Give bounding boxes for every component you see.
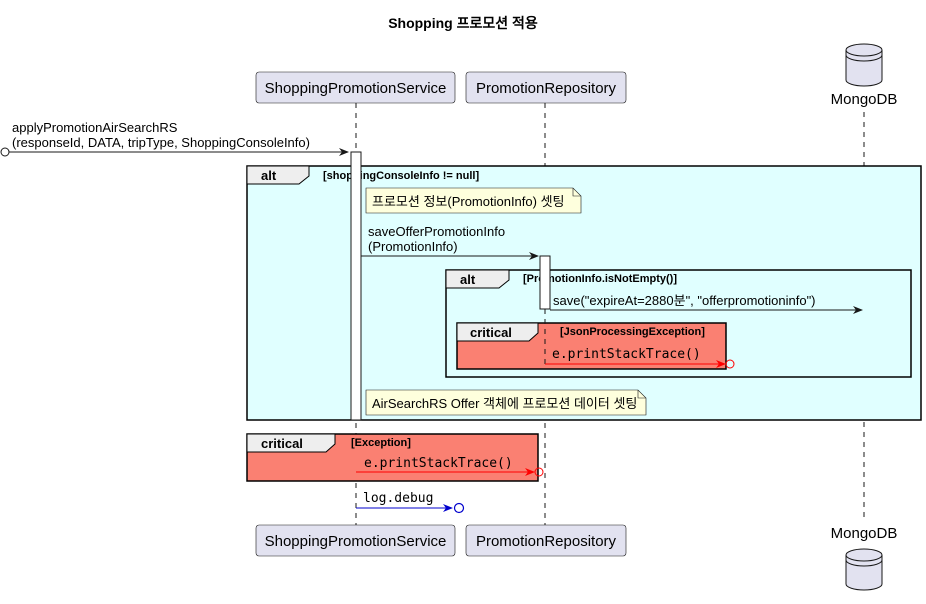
critical-inner-condition: [JsonProcessingException]: [560, 326, 705, 338]
database-mongodb-top: MongoDB: [831, 43, 898, 108]
database-mongodb-bottom: MongoDB: [831, 525, 898, 591]
message-entry-line2: (responseId, DATA, tripType, ShoppingCon…: [12, 135, 310, 150]
message-save-offer-line2: (PromotionInfo): [368, 239, 458, 254]
participant-repository-label: PromotionRepository: [476, 80, 617, 97]
participant-service-top: ShoppingPromotionService: [255, 71, 456, 104]
note-promotion-setting: 프로모션 정보(PromotionInfo) 셋팅: [365, 187, 582, 214]
diagram-title: Shopping 프로모션 적용: [388, 15, 538, 31]
message-save-mongo: save("expireAt=2880분", "offerpromotionin…: [550, 293, 863, 314]
participant-service-bottom: ShoppingPromotionService: [255, 524, 456, 557]
message-log-debug: log.debug: [356, 491, 465, 514]
participant-repository-bottom-label: PromotionRepository: [476, 533, 617, 550]
critical-frame-inner: critical [JsonProcessingException]: [456, 322, 727, 370]
critical-outer-condition: [Exception]: [351, 437, 411, 449]
message-log-debug-label: log.debug: [363, 491, 433, 506]
alt-inner-condition: [PromotionInfo.isNotEmpty()]: [523, 273, 677, 285]
message-print-stack-inner-label: e.printStackTrace(): [552, 347, 701, 362]
message-print-stack-inner: e.printStackTrace(): [545, 347, 735, 369]
note-airsearch-setting: AirSearchRS Offer 객체에 프로모션 데이터 셋팅: [365, 389, 647, 416]
alt-frame-inner: alt [PromotionInfo.isNotEmpty()]: [445, 269, 912, 378]
critical-inner-label: critical: [470, 325, 512, 340]
message-entry-line1: applyPromotionAirSearchRS: [12, 120, 178, 135]
alt-outer-label: alt: [261, 168, 277, 183]
message-entry: applyPromotionAirSearchRS (responseId, D…: [0, 120, 349, 157]
message-save-mongo-label: save("expireAt=2880분", "offerpromotionin…: [553, 293, 816, 308]
message-save-offer-line1: saveOfferPromotionInfo: [368, 224, 505, 239]
database-mongodb-label: MongoDB: [831, 91, 898, 108]
participant-repository-top: PromotionRepository: [465, 71, 627, 104]
message-save-offer: saveOfferPromotionInfo (PromotionInfo): [361, 224, 539, 260]
note-airsearch-setting-text: AirSearchRS Offer 객체에 프로모션 데이터 셋팅: [372, 396, 637, 411]
message-print-stack-outer-label: e.printStackTrace(): [364, 456, 513, 471]
critical-frame-outer: critical [Exception]: [246, 433, 539, 482]
alt-inner-label: alt: [460, 272, 476, 287]
message-print-stack-outer: e.printStackTrace(): [356, 456, 544, 477]
activation-service: [350, 151, 362, 421]
alt-outer-condition: [shoppingConsoleInfo != null]: [323, 170, 479, 182]
participant-service-bottom-label: ShoppingPromotionService: [265, 533, 447, 550]
participant-repository-bottom: PromotionRepository: [465, 524, 627, 557]
critical-outer-label: critical: [261, 436, 303, 451]
note-promotion-setting-text: 프로모션 정보(PromotionInfo) 셋팅: [372, 194, 565, 209]
activation-repository: [539, 255, 551, 310]
participant-service-label: ShoppingPromotionService: [265, 80, 447, 97]
database-mongodb-bottom-label: MongoDB: [831, 525, 898, 542]
